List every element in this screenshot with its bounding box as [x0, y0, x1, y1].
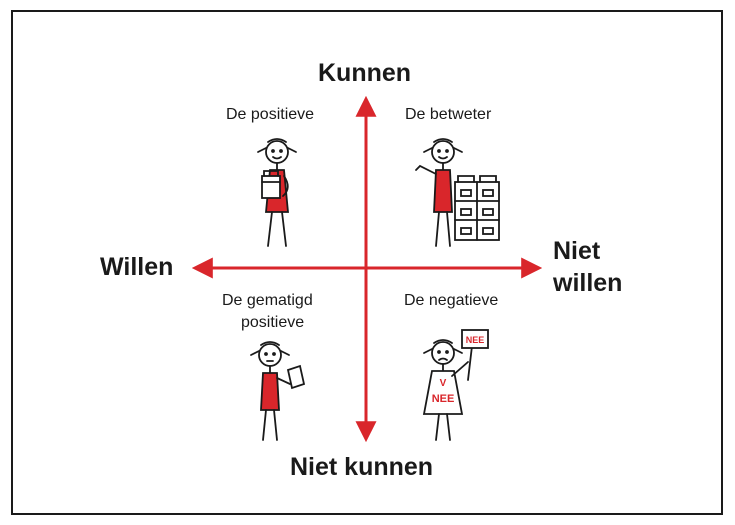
axis-label-top: Kunnen [318, 59, 412, 87]
quadrant-label-bottom-left-line1: De gematigd [222, 292, 313, 309]
axis-label-right-line2: willen [553, 269, 623, 297]
sign-text: NEE [466, 335, 485, 345]
figure-positive-icon [257, 138, 297, 247]
shirt-text: NEE [432, 393, 455, 405]
quadrant-label-top-right: De betweter [405, 106, 492, 123]
quadrant-label-top-left: De positieve [226, 106, 315, 123]
quadrant-label-bottom-left-line2: positieve [241, 314, 305, 331]
axis-label-right-line1: Niet [553, 237, 601, 265]
figure-negative-icon [422, 329, 489, 441]
figure-moderately-positive-icon [250, 341, 306, 441]
axis-label-bottom: Niet kunnen [290, 453, 434, 481]
quadrant-label-bottom-right: De negatieve [404, 292, 499, 309]
figure-know-it-all-icon [415, 138, 500, 247]
shirt-check: V [440, 378, 447, 389]
axis-label-left: Willen [100, 253, 174, 281]
